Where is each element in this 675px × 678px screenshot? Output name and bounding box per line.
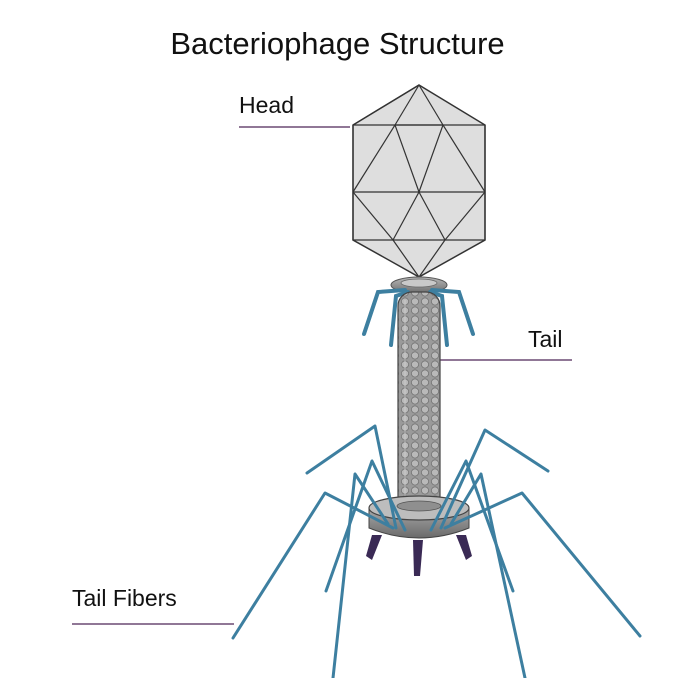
tail-fibers-label: Tail Fibers bbox=[72, 585, 177, 611]
capsid-head bbox=[352, 84, 486, 278]
diagram-title: Bacteriophage Structure bbox=[170, 26, 505, 61]
head-label: Head bbox=[239, 92, 294, 118]
tail-label: Tail bbox=[528, 326, 563, 352]
collar-whiskers bbox=[362, 288, 475, 347]
tail-fibers bbox=[231, 424, 642, 678]
base-spikes bbox=[366, 535, 472, 576]
tail-sheath bbox=[397, 291, 441, 511]
